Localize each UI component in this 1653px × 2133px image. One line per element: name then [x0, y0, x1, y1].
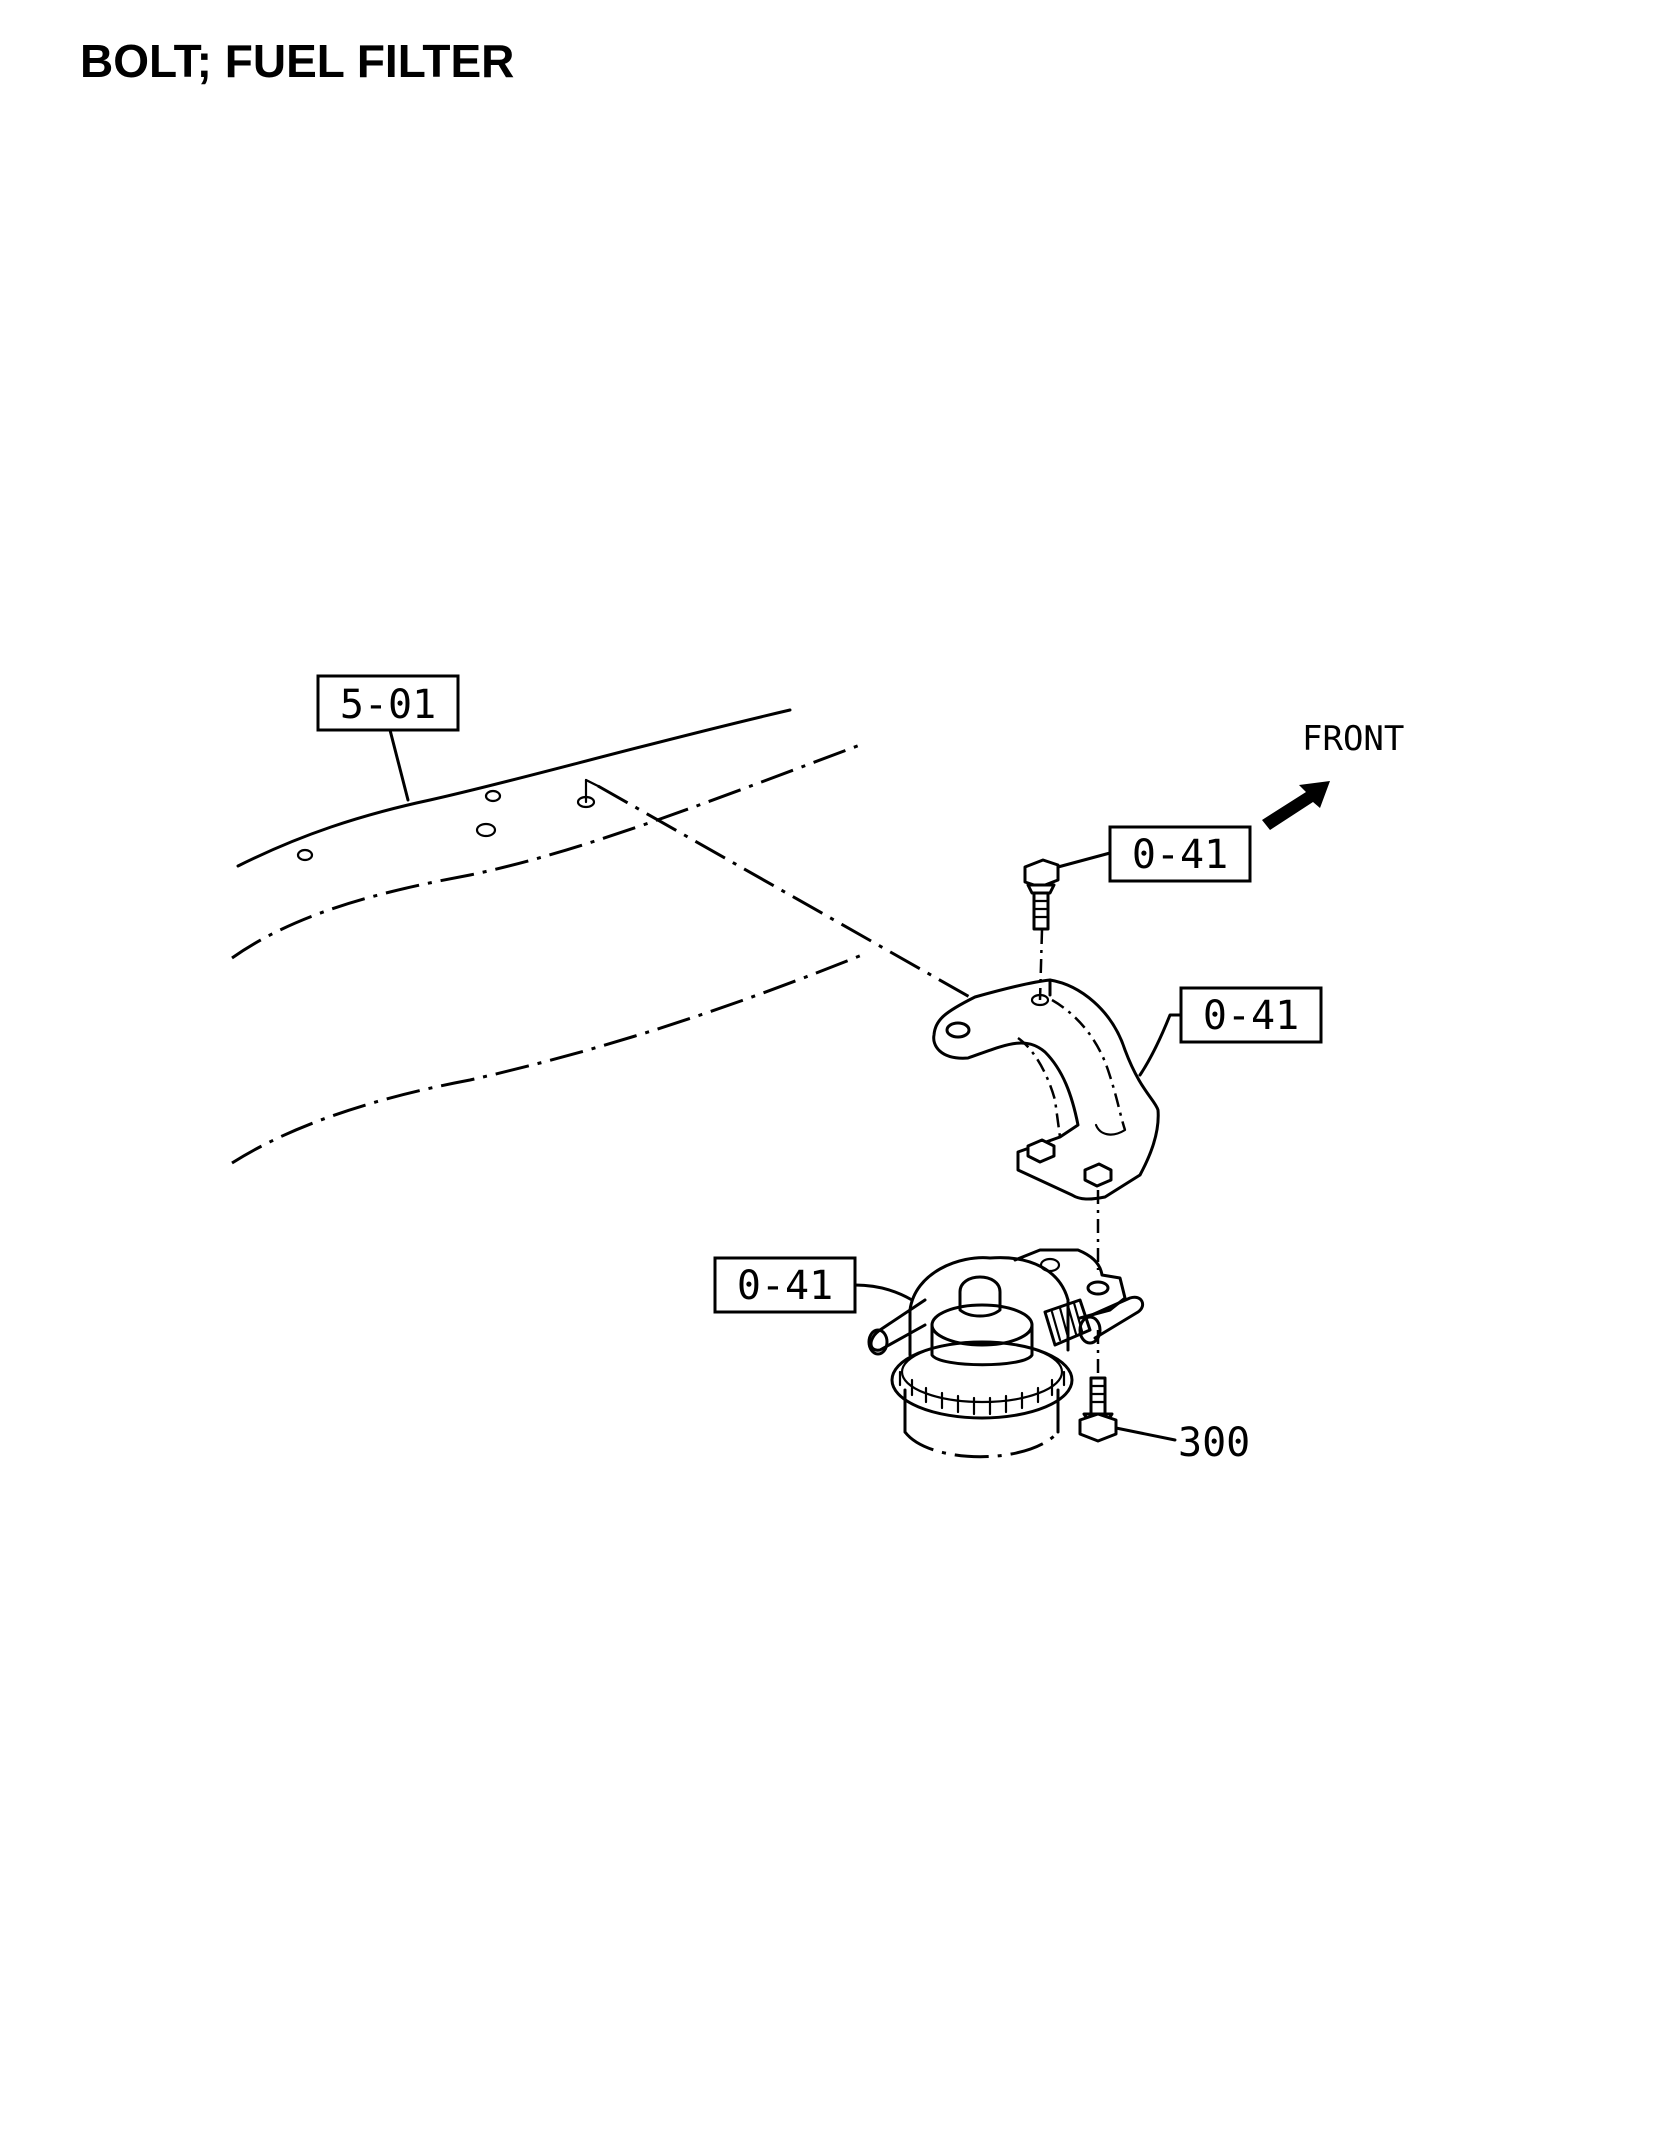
callout-lower-bolt-label: 300	[1178, 1420, 1250, 1466]
callout-filter: 0-41	[713, 1256, 914, 1314]
front-direction-label: FRONT	[1302, 719, 1404, 759]
callout-bracket-label: 0-41	[1203, 993, 1299, 1039]
front-arrow-icon	[1262, 781, 1330, 830]
callout-frame-label: 5-01	[340, 682, 436, 728]
callout-frame: 5-01	[316, 674, 460, 802]
callout-bracket: 0-41	[1138, 986, 1323, 1077]
callout-bolt: 0-41	[1056, 825, 1252, 883]
page-title: BOLT; FUEL FILTER	[80, 35, 515, 87]
frame-rail	[231, 708, 863, 1165]
callout-bolt-label: 0-41	[1132, 832, 1228, 878]
callout-lower-bolt: 300	[1114, 1420, 1250, 1466]
filter-bracket	[932, 978, 1160, 1201]
fuel-filter	[867, 1248, 1145, 1459]
callout-filter-label: 0-41	[737, 1263, 833, 1309]
upper-bolt	[1023, 858, 1060, 931]
lower-bolt	[1078, 1376, 1118, 1443]
